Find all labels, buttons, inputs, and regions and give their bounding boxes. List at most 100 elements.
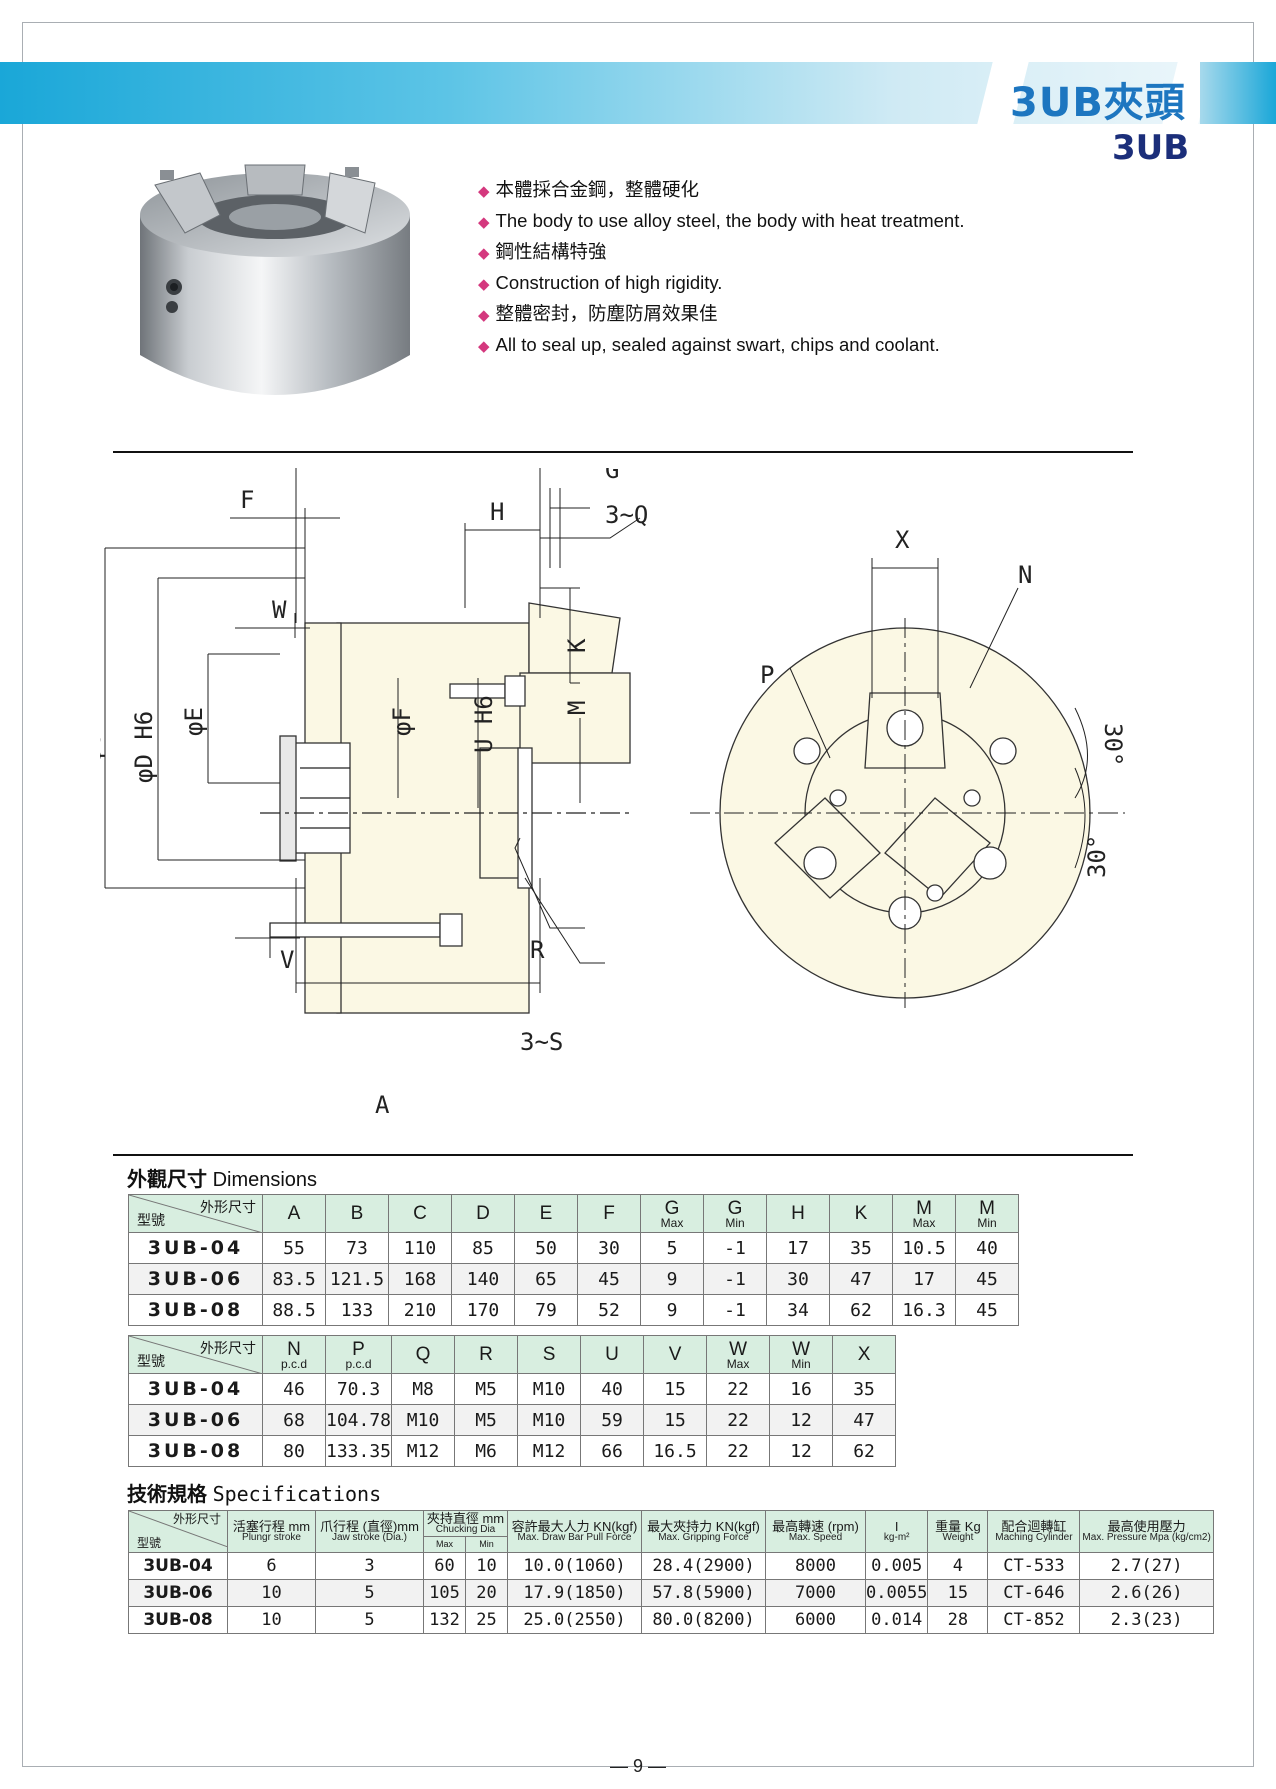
spec-corner-header: 外形尺寸 型號	[128, 1510, 228, 1553]
spec-header-drawbar: 容許最大人力 KN(kgf)Max. Draw Bar Pull Force	[507, 1510, 642, 1553]
value-cell: 25.0(2550)	[507, 1606, 642, 1634]
value-cell: M10	[391, 1404, 456, 1436]
value-cell: 133.35	[324, 1435, 393, 1467]
model-cell: 3UB-04	[128, 1373, 263, 1405]
feature-item: ◆The body to use alloy steel, the body w…	[478, 210, 965, 231]
value-cell: 34	[766, 1294, 830, 1326]
value-cell: 16.3	[892, 1294, 956, 1326]
column-header: V	[643, 1335, 708, 1374]
value-cell: 80	[262, 1435, 326, 1467]
value-cell: M8	[391, 1373, 456, 1405]
column-header: C	[388, 1194, 452, 1233]
value-cell: M12	[391, 1435, 456, 1467]
column-header: D	[451, 1194, 515, 1233]
label-W: W	[272, 596, 287, 624]
diamond-bullet-icon: ◆	[478, 338, 490, 355]
value-cell: 5	[315, 1579, 424, 1607]
value-cell: 50	[514, 1232, 578, 1264]
value-cell: 16	[769, 1373, 834, 1405]
value-cell: 170	[451, 1294, 515, 1326]
page-title-cn: 3UB夾頭	[1010, 80, 1186, 126]
value-cell: 47	[829, 1263, 893, 1295]
label-H: H	[490, 498, 504, 526]
technical-drawing: B G F H 3~Q W K M φC φD H6 φE φF U H6 R …	[100, 468, 1127, 1119]
value-cell: 15	[927, 1579, 989, 1607]
column-header: Q	[391, 1335, 456, 1374]
value-cell: 0.005	[864, 1552, 929, 1580]
diamond-bullet-icon: ◆	[478, 214, 490, 231]
value-cell: 52	[577, 1294, 641, 1326]
value-cell: 210	[388, 1294, 452, 1326]
value-cell: 60	[423, 1552, 466, 1580]
value-cell: 17	[766, 1232, 830, 1264]
column-header: H	[766, 1194, 830, 1233]
side-view	[260, 602, 631, 1014]
column-header: B	[325, 1194, 389, 1233]
value-cell: 8000	[765, 1552, 866, 1580]
value-cell: M6	[454, 1435, 519, 1467]
spec-header-grip: 最大夾持力 KN(kgf)Max. Gripping Force	[641, 1510, 766, 1553]
value-cell: 2.7(27)	[1079, 1552, 1214, 1580]
value-cell: 65	[514, 1263, 578, 1295]
value-cell: 17	[892, 1263, 956, 1295]
corner-header: 外形尺寸型號	[128, 1335, 263, 1374]
feature-list: ◆本體採合金鋼，整體硬化 ◆The body to use alloy stee…	[478, 175, 1098, 361]
label-P: P	[760, 661, 774, 689]
diagonal-line-icon	[129, 1511, 228, 1547]
value-cell: 133	[325, 1294, 389, 1326]
value-cell: CT-533	[987, 1552, 1081, 1580]
value-cell: 73	[325, 1232, 389, 1264]
value-cell: CT-646	[987, 1579, 1081, 1607]
label-30deg-lower: 30°	[1083, 835, 1111, 878]
feature-item: ◆鋼性結構特強	[478, 241, 607, 262]
value-cell: 20	[465, 1579, 508, 1607]
value-cell: 10.5	[892, 1232, 956, 1264]
value-cell: 9	[640, 1263, 704, 1295]
value-cell: 22	[706, 1373, 771, 1405]
value-cell: M5	[454, 1404, 519, 1436]
value-cell: 0.0055	[864, 1579, 929, 1607]
label-N: N	[1018, 561, 1032, 589]
diamond-bullet-icon: ◆	[478, 245, 490, 262]
label-V: V	[280, 946, 294, 974]
specifications-title: 技術規格 Specifications	[127, 1482, 382, 1506]
column-header: E	[514, 1194, 578, 1233]
column-header: X	[832, 1335, 897, 1374]
label-R: R	[530, 936, 545, 964]
value-cell: CT-852	[987, 1606, 1081, 1634]
divider-mid	[113, 1154, 1133, 1156]
product-photo	[140, 164, 410, 395]
label-A: A	[375, 1091, 390, 1119]
label-phiC: φC	[100, 734, 106, 763]
value-cell: 35	[829, 1232, 893, 1264]
value-cell: 45	[955, 1294, 1019, 1326]
corner-header: 外形尺寸型號	[128, 1194, 263, 1233]
model-cell: 3UB-04	[128, 1552, 228, 1580]
value-cell: 10	[227, 1606, 316, 1634]
value-cell: 5	[640, 1232, 704, 1264]
value-cell: -1	[703, 1232, 767, 1264]
value-cell: 10	[465, 1552, 508, 1580]
label-30deg-upper: 30°	[1099, 723, 1127, 766]
value-cell: 62	[829, 1294, 893, 1326]
column-header: U	[580, 1335, 645, 1374]
value-cell: 140	[451, 1263, 515, 1295]
value-cell: 5	[315, 1606, 424, 1634]
value-cell: 70.3	[324, 1373, 393, 1405]
value-cell: 132	[423, 1606, 466, 1634]
drawing-labels: B G F H 3~Q W K M φC φD H6 φE φF U H6 R …	[100, 468, 1127, 1119]
header-band	[0, 62, 1276, 124]
value-cell: 2.6(26)	[1079, 1579, 1214, 1607]
